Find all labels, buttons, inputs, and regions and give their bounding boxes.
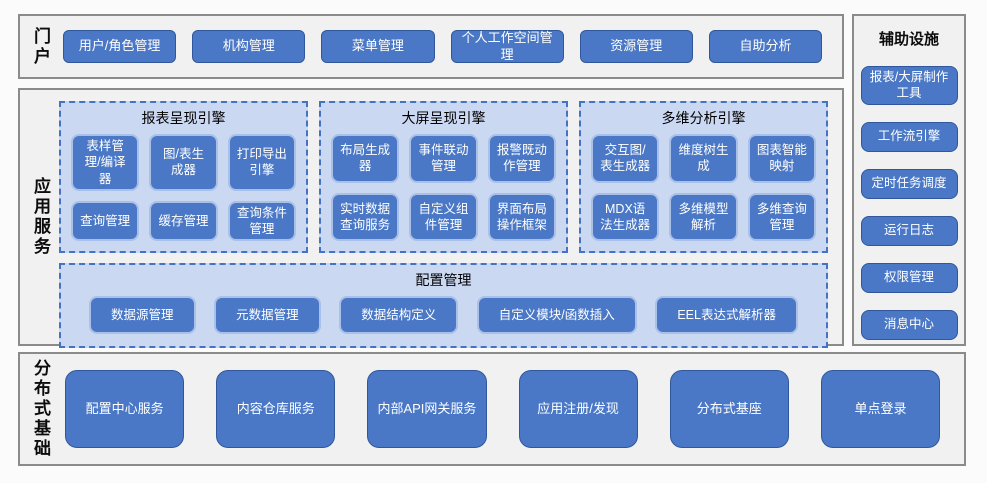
node-config-center-service: 配置中心服务	[65, 370, 185, 448]
node-event-linkage-management: 事件联动管理	[409, 134, 478, 183]
portal-label: 门户	[31, 26, 50, 67]
node-message-center: 消息中心	[860, 309, 958, 340]
node-mdx-syntax-generator: MDX语法生成器	[591, 192, 660, 242]
engines-row: 报表呈现引擎 表样管理/编译器 图/表生成器 打印导出引擎 查询管理 缓存管理 …	[59, 101, 828, 254]
olap-engine-title: 多维分析引擎	[661, 110, 746, 126]
olap-engine-group: 多维分析引擎 交互图/表生成器 维度树生成 图表智能映射 MDX语法生成器 多维…	[579, 101, 828, 254]
node-eel-expression-parser: EEL表达式解析器	[655, 296, 798, 335]
node-self-service-analysis: 自助分析	[708, 30, 823, 63]
node-query-management: 查询管理	[71, 200, 140, 242]
portal-items: 用户/角色管理 机构管理 菜单管理 个人工作空间管理 资源管理 自助分析	[53, 30, 842, 63]
report-engine-group: 报表呈现引擎 表样管理/编译器 图/表生成器 打印导出引擎 查询管理 缓存管理 …	[59, 101, 308, 254]
node-multidim-query-management: 多维查询管理	[747, 192, 816, 242]
node-realtime-data-query-service: 实时数据查询服务	[331, 192, 400, 242]
node-custom-component-management: 自定义组件管理	[409, 192, 478, 242]
node-single-sign-on: 单点登录	[820, 370, 941, 448]
node-app-registration-discovery: 应用注册/发现	[518, 370, 638, 448]
node-data-structure-definition: 数据结构定义	[339, 296, 459, 335]
config-management-title: 配置管理	[415, 272, 472, 289]
node-multidim-model-parsing: 多维模型解析	[669, 192, 738, 242]
node-menu-management: 菜单管理	[321, 30, 435, 63]
distributed-foundation-label: 分布式基础	[31, 359, 50, 459]
node-layout-generator: 布局生成器	[331, 134, 400, 183]
node-cache-management: 缓存管理	[149, 200, 218, 242]
node-interactive-chart-table-generator: 交互图/表生成器	[591, 134, 660, 183]
node-print-export-engine: 打印导出引擎	[227, 134, 296, 191]
app-services-label: 应用服务	[31, 177, 50, 257]
node-report-dashboard-authoring-tool: 报表/大屏制作工具	[860, 66, 958, 105]
node-resource-management: 资源管理	[579, 30, 693, 63]
portal-section: 门户 用户/角色管理 机构管理 菜单管理 个人工作空间管理 资源管理 自助分析	[18, 14, 844, 79]
app-services-content: 报表呈现引擎 表样管理/编译器 图/表生成器 打印导出引擎 查询管理 缓存管理 …	[53, 90, 842, 349]
node-alarm-action-management: 报警既动作管理	[487, 134, 556, 183]
node-scheduled-task-scheduling: 定时任务调度	[860, 168, 958, 199]
node-report-template-manager-compiler: 表样管理/编译器	[71, 134, 140, 191]
node-workflow-engine: 工作流引擎	[860, 121, 958, 152]
node-metadata-management: 元数据管理	[214, 296, 321, 335]
auxiliary-section: 辅助设施 报表/大屏制作工具 工作流引擎 定时任务调度 运行日志 权限管理 消息…	[852, 14, 966, 346]
node-query-condition-management: 查询条件管理	[227, 200, 296, 242]
node-distributed-base: 分布式基座	[669, 370, 789, 448]
node-permission-management: 权限管理	[860, 262, 958, 293]
node-chart-smart-mapping: 图表智能映射	[747, 134, 816, 183]
node-personal-workspace-management: 个人工作空间管理	[450, 30, 564, 63]
dashboard-engine-group: 大屏呈现引擎 布局生成器 事件联动管理 报警既动作管理 实时数据查询服务 自定义…	[319, 101, 568, 254]
node-ui-layout-operation-framework: 界面布局操作框架	[487, 192, 556, 242]
node-dimension-tree-generation: 维度树生成	[669, 134, 738, 183]
node-run-log: 运行日志	[860, 215, 958, 246]
node-chart-table-generator: 图/表生成器	[149, 134, 218, 191]
dashboard-engine-title: 大屏呈现引擎	[401, 110, 486, 126]
app-services-section: 应用服务 报表呈现引擎 表样管理/编译器 图/表生成器 打印导出引擎 查询管理 …	[18, 88, 844, 349]
node-content-repository-service: 内容仓库服务	[216, 370, 336, 448]
config-management-group: 配置管理 数据源管理 元数据管理 数据结构定义 自定义模块/函数插入 EEL表达…	[59, 263, 828, 349]
node-datasource-management: 数据源管理	[89, 296, 196, 335]
node-org-management: 机构管理	[192, 30, 306, 63]
node-internal-api-gateway-service: 内部API网关服务	[367, 370, 487, 448]
auxiliary-title: 辅助设施	[878, 31, 939, 48]
distributed-items: 配置中心服务 内容仓库服务 内部API网关服务 应用注册/发现 分布式基座 单点…	[53, 370, 964, 448]
report-engine-title: 报表呈现引擎	[141, 110, 226, 126]
node-custom-module-function-insert: 自定义模块/函数插入	[476, 296, 637, 335]
distributed-foundation-section: 分布式基础 配置中心服务 内容仓库服务 内部API网关服务 应用注册/发现 分布…	[18, 352, 966, 466]
node-user-role-management: 用户/角色管理	[63, 30, 177, 63]
